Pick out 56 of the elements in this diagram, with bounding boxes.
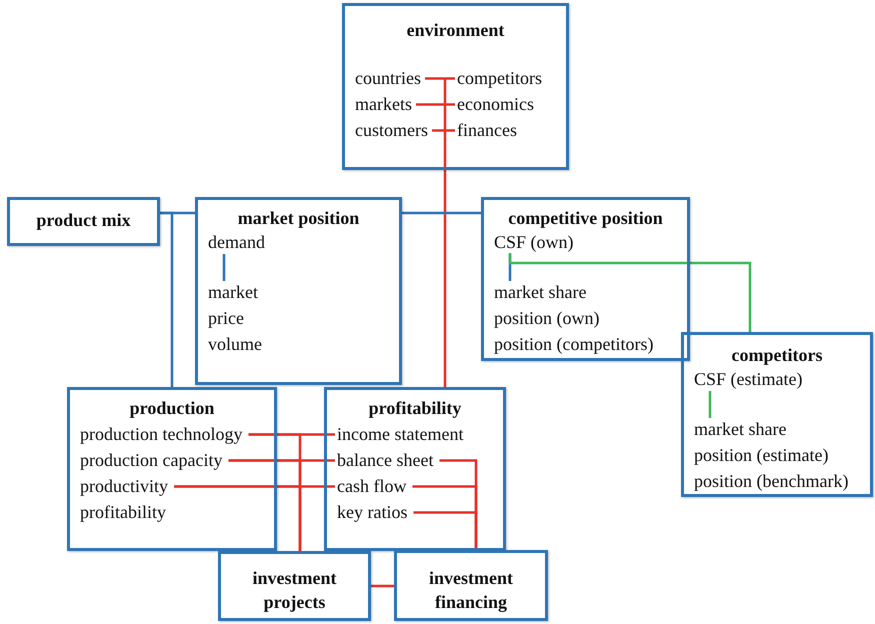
item-text: market share: [494, 282, 586, 303]
category-box: [195, 197, 402, 385]
connector-line: [424, 77, 455, 80]
category-box: [342, 3, 569, 170]
item-text: countries: [355, 68, 421, 89]
box-heading: market position: [236, 207, 360, 230]
item-text: economics: [457, 94, 534, 115]
item-text: volume: [208, 334, 262, 355]
box-heading: environment: [406, 19, 506, 42]
item-text: market share: [694, 419, 786, 440]
item-text: production capacity: [80, 450, 222, 471]
connector-line: [174, 485, 302, 551]
box-heading: competitors: [730, 344, 824, 367]
box-heading: production: [128, 397, 216, 420]
connector-line: [708, 391, 712, 418]
box-heading: profitability: [368, 397, 462, 420]
item-text: position (benchmark): [694, 471, 848, 492]
connector-line: [413, 511, 478, 550]
item-text: price: [208, 308, 244, 329]
item-text: productivity: [80, 476, 168, 497]
item-text: cash flow: [337, 476, 406, 497]
connector-line: [416, 103, 455, 106]
category-box: [681, 332, 873, 497]
connector-line: [371, 584, 394, 588]
item-text: customers: [355, 120, 428, 141]
item-text: demand: [208, 232, 265, 253]
category-box: [218, 551, 371, 621]
item-text: position (estimate): [694, 445, 828, 466]
item-text: profitability: [80, 502, 166, 523]
item-text: income statement: [337, 424, 464, 445]
item-text: finances: [457, 120, 517, 141]
item-text: position (own): [494, 308, 600, 329]
category-box: [394, 550, 548, 621]
item-text: CSF (estimate): [694, 369, 802, 390]
connector-line: [402, 212, 481, 214]
box-heading: investment projects: [252, 567, 338, 614]
connector-line: [444, 170, 446, 387]
connector-line: [508, 253, 752, 332]
item-text: position (competitors): [494, 334, 654, 355]
category-box: [324, 387, 506, 551]
item-text: markets: [355, 94, 412, 115]
category-box: [7, 197, 160, 246]
item-text: key ratios: [337, 502, 408, 523]
item-text: CSF (own): [494, 232, 574, 253]
category-box: [67, 387, 277, 551]
item-text: market: [208, 282, 258, 303]
connector-line: [222, 254, 226, 281]
box-heading: investment financing: [428, 566, 514, 614]
item-text: production technology: [80, 424, 242, 445]
category-box: [481, 197, 690, 361]
connector-line: [432, 129, 455, 132]
box-heading: product mix: [35, 209, 132, 232]
connector-line: [160, 212, 174, 387]
item-text: balance sheet: [337, 450, 434, 471]
box-heading: competitive position: [507, 207, 664, 230]
item-text: competitors: [457, 68, 542, 89]
